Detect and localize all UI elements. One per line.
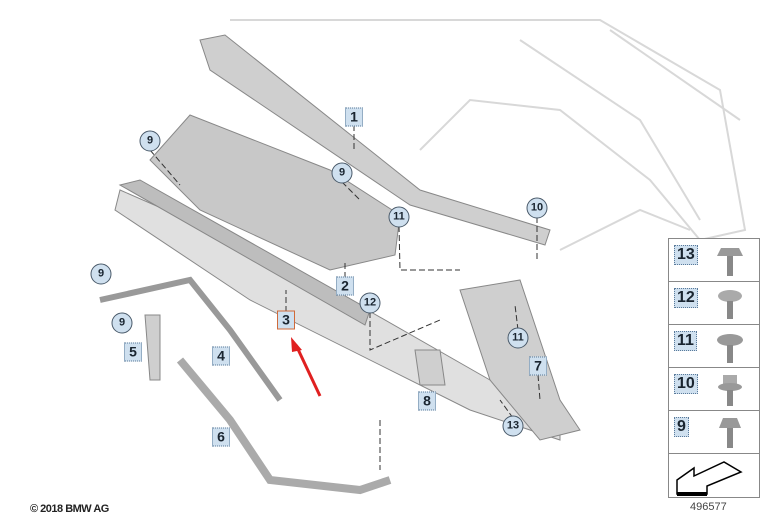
callout-13[interactable]: 13 [502,415,524,437]
hex-flange-bolt-icon [717,248,743,276]
legend-number: 11 [674,331,697,351]
highlight-arrow-head [291,337,302,352]
torx-bolt-icon [718,375,742,406]
copyright: © 2018 BMW AG [30,503,109,515]
callout-9[interactable]: 9 [90,263,112,285]
callout-9[interactable]: 9 [139,130,161,152]
fastener-legend: 13 12 11 10 9 [668,238,760,498]
legend-item-10[interactable]: 10 [669,368,759,411]
callout-9[interactable]: 9 [331,162,353,184]
part-6-strut [176,357,392,495]
hex-bolt-icon [719,418,741,448]
callout-12[interactable]: 12 [359,292,381,314]
callout-10[interactable]: 10 [526,197,548,219]
part-8-bracket [414,349,446,386]
legend-item-12[interactable]: 12 [669,282,759,325]
leader-lines [149,125,541,470]
legend-number: 12 [674,288,698,308]
callout-11[interactable]: 11 [507,327,529,349]
callout-6[interactable]: 6 [212,427,230,447]
callout-7[interactable]: 7 [529,356,547,376]
washer-head-screw-icon [717,334,743,363]
part-1-upper-support [199,34,551,246]
callout-1[interactable]: 1 [345,107,363,127]
legend-item-9[interactable]: 9 [669,411,759,454]
legend-number: 9 [674,417,689,437]
callout-9[interactable]: 9 [111,312,133,334]
legend-number: 10 [674,374,698,394]
legend-item-11[interactable]: 11 [669,325,759,368]
highlight-arrow [294,344,322,397]
diagram-number: 496577 [690,501,727,513]
callout-8[interactable]: 8 [418,391,436,411]
callout-11[interactable]: 11 [388,206,410,228]
callout-2[interactable]: 2 [336,276,354,296]
part-5-bracket [144,314,161,381]
part-2-cover [149,114,401,271]
direction-arrow-box [669,454,759,500]
pan-head-screw-icon [718,290,742,319]
part-4-strut [99,276,283,402]
callout-3-highlighted[interactable]: 3 [277,310,295,330]
legend-number: 13 [674,245,698,265]
callout-4[interactable]: 4 [212,346,230,366]
part-7-bracket [459,279,581,441]
legend-item-13[interactable]: 13 [669,239,759,282]
forward-direction-arrow-icon [676,461,743,496]
callout-5[interactable]: 5 [124,342,142,362]
